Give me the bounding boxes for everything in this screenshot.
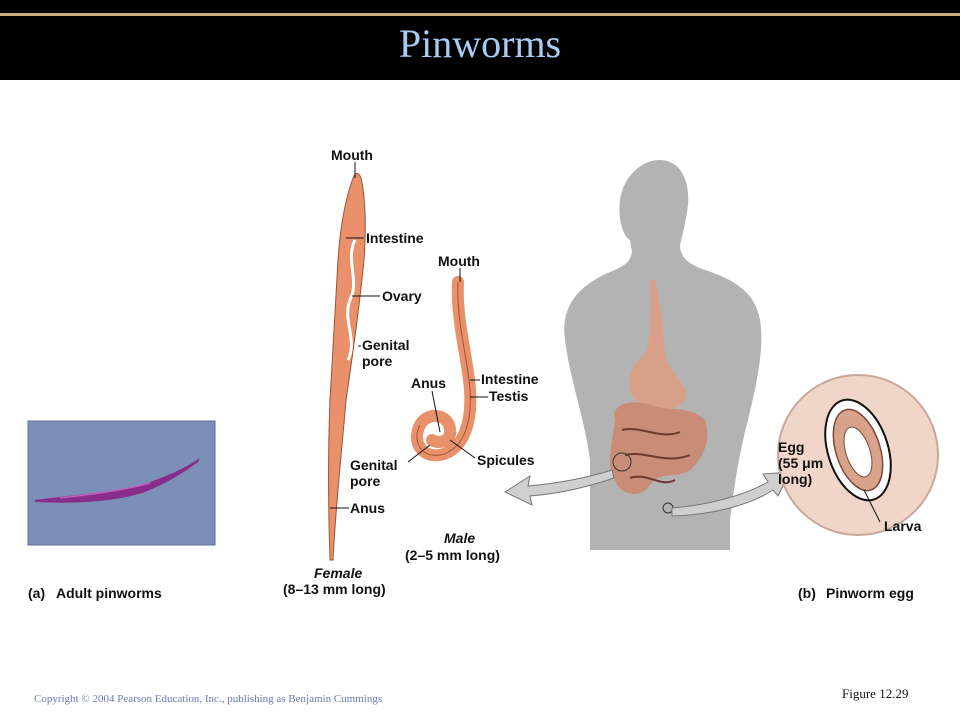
panel-a-letter: (a) [28, 585, 45, 601]
female-worm [328, 173, 366, 561]
male-labels: Mouth Intestine Testis Anus Spicules Gen… [350, 253, 539, 563]
panel-b-caption: Pinworm egg [826, 585, 914, 601]
slide-title: Pinworms [398, 21, 562, 66]
label-female-anus: Anus [350, 500, 385, 516]
label-female-mouth: Mouth [331, 147, 373, 163]
title-bar: Pinworms [0, 0, 960, 80]
figure-number: Figure 12.29 [842, 686, 909, 701]
label-male-intestine: Intestine [481, 371, 539, 387]
label-male-pore: pore [350, 473, 381, 489]
male-caption-title: Male [444, 530, 475, 546]
copyright-notice: Copyright © 2004 Pearson Education, Inc.… [34, 693, 383, 705]
label-female-intestine: Intestine [366, 230, 424, 246]
egg-illustration [777, 374, 939, 536]
male-worm [410, 276, 477, 462]
egg-labels: Egg (55 μm long) Larva [778, 439, 922, 534]
label-egg-long: long) [778, 471, 812, 487]
header-rule [0, 13, 960, 16]
male-caption-size: (2–5 mm long) [405, 547, 500, 563]
pinworm-photo [27, 420, 216, 546]
female-caption-title: Female [314, 565, 362, 581]
human-body-silhouette [564, 160, 762, 550]
label-egg: Egg [778, 439, 804, 455]
label-testis: Testis [489, 388, 529, 404]
female-caption-size: (8–13 mm long) [283, 581, 386, 597]
panel-captions: (a) Adult pinworms (b) Pinworm egg [28, 585, 914, 601]
label-male-genital: Genital [350, 457, 397, 473]
label-larva: Larva [884, 518, 922, 534]
label-male-anus: Anus [411, 375, 446, 391]
panel-a-caption: Adult pinworms [56, 585, 162, 601]
label-spicules: Spicules [477, 452, 535, 468]
label-female-genital: Genital [362, 337, 409, 353]
label-ovary: Ovary [382, 288, 422, 304]
label-egg-size: (55 μm [778, 455, 823, 471]
panel-b-letter: (b) [798, 585, 816, 601]
label-female-pore: pore [362, 353, 393, 369]
female-labels: Mouth Intestine Ovary Genital pore Anus … [283, 147, 424, 597]
label-male-mouth: Mouth [438, 253, 480, 269]
arrow-to-adult [503, 469, 615, 506]
